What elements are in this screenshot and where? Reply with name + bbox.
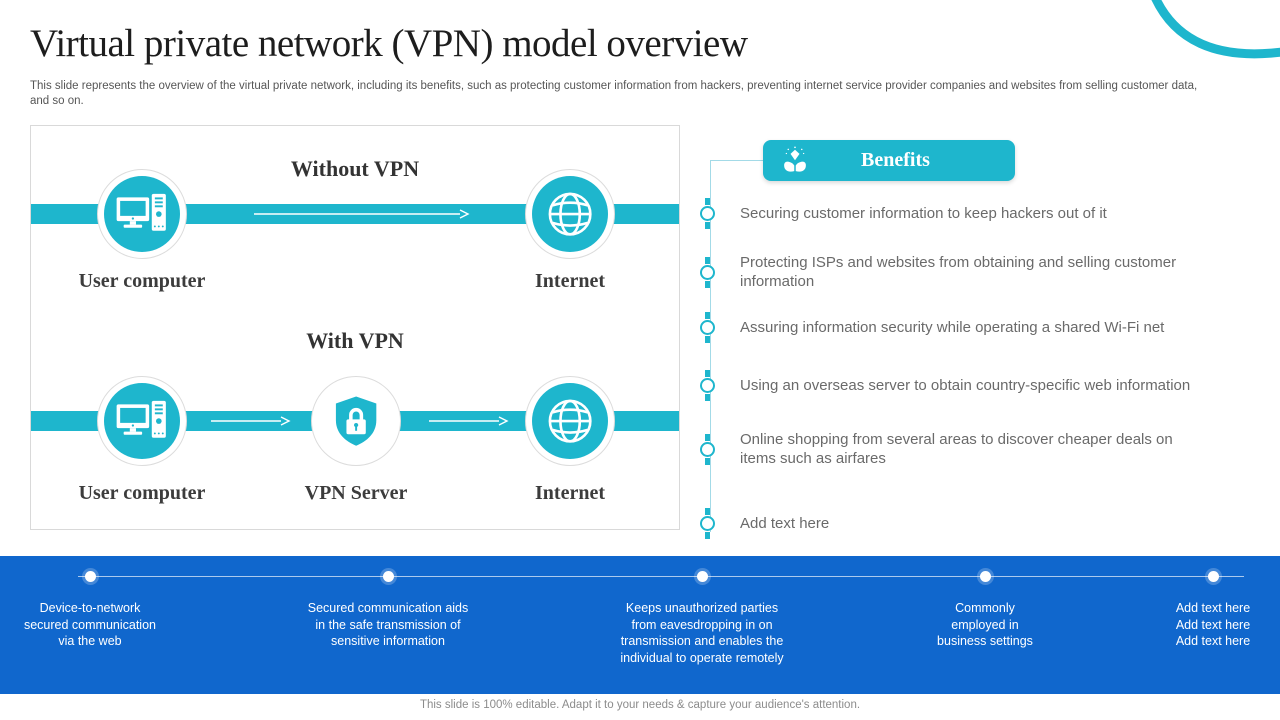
summary-item-text: Device-to-network secured communication … <box>23 601 156 648</box>
node-label: VPN Server <box>304 482 408 504</box>
benefit-item: Add text here <box>700 508 829 539</box>
timeline-dot-icon <box>696 571 708 582</box>
benefit-bullet-icon <box>700 370 715 401</box>
shield-lock-icon-disc <box>318 383 394 459</box>
benefit-item: Online shopping from several areas to di… <box>700 430 1208 468</box>
benefit-text: Securing customer information to keep ha… <box>740 205 1107 222</box>
timeline-dot-icon <box>979 571 991 582</box>
globe-icon <box>548 192 592 236</box>
benefit-bullet-icon <box>700 433 715 465</box>
arrow-right-icon <box>254 209 470 219</box>
vpn-server-node <box>311 376 401 466</box>
timeline-dot-icon <box>382 571 394 582</box>
gem-in-hands-icon <box>784 146 806 172</box>
benefits-section: Benefits Securing customer information t… <box>700 130 1265 545</box>
benefit-text-placeholder[interactable]: Add text here <box>740 515 830 532</box>
corner-arc-decoration <box>1151 0 1280 59</box>
summary-item-text: Secured communication aids in the safe t… <box>307 601 469 648</box>
user-computer-node <box>97 376 187 466</box>
summary-bar: Device-to-network secured communication … <box>0 556 1280 694</box>
summary-item-text-placeholder[interactable]: Add text here Add text here Add text her… <box>1175 601 1251 648</box>
internet-node <box>525 169 615 259</box>
slide-subtitle: This slide represents the overview of th… <box>30 80 1198 107</box>
slide-footer-note: This slide is 100% editable. Adapt it to… <box>419 699 861 711</box>
user-computer-node <box>97 169 187 259</box>
internet-node <box>525 376 615 466</box>
globe-icon-disc <box>532 176 608 252</box>
globe-icon-disc <box>532 383 608 459</box>
timeline-line <box>78 576 1244 577</box>
vpn-diagram-panel: Without VPN <box>30 125 680 530</box>
computer-icon <box>116 400 166 438</box>
benefit-text: Online shopping from several areas to di… <box>740 431 1173 467</box>
node-label: Internet <box>535 270 605 292</box>
computer-icon-disc <box>104 383 180 459</box>
benefit-bullet-icon <box>700 256 715 288</box>
computer-icon <box>116 193 166 231</box>
shield-lock-icon <box>335 396 377 446</box>
timeline-dot-icon <box>84 571 96 582</box>
benefit-text: Using an overseas server to obtain count… <box>740 377 1191 394</box>
timeline-dot-icon <box>1207 571 1219 582</box>
benefits-connector-stub <box>710 160 763 161</box>
arrow-right-icon <box>211 416 291 426</box>
benefit-bullet-icon <box>700 198 715 229</box>
computer-icon-disc <box>104 176 180 252</box>
summary-item-text: Commonly employed in business settings <box>937 601 1033 648</box>
benefit-item: Securing customer information to keep ha… <box>700 198 1107 229</box>
without-vpn-heading: Without VPN <box>290 156 420 181</box>
benefit-item: Protecting ISPs and websites from obtain… <box>700 253 1245 291</box>
summary-item-text: Keeps unauthorized parties from eavesdro… <box>620 601 784 665</box>
benefits-header-badge: Benefits <box>763 140 1015 181</box>
benefit-text: Assuring information security while oper… <box>740 319 1165 336</box>
benefit-text: Protecting ISPs and websites from obtain… <box>740 254 1177 290</box>
benefit-item: Assuring information security while oper… <box>700 312 1164 343</box>
benefit-bullet-icon <box>700 312 715 343</box>
arrow-right-icon <box>429 416 509 426</box>
benefit-item: Using an overseas server to obtain count… <box>700 370 1190 401</box>
with-vpn-heading: With VPN <box>306 328 404 353</box>
node-label: User computer <box>78 482 206 504</box>
globe-icon <box>548 399 592 443</box>
benefit-bullet-icon <box>700 508 715 539</box>
page-title: Virtual private network (VPN) model over… <box>30 22 748 65</box>
benefits-connector-line <box>710 160 711 532</box>
node-label: Internet <box>535 482 605 504</box>
node-label: User computer <box>78 270 206 292</box>
benefits-heading: Benefits <box>861 149 930 171</box>
